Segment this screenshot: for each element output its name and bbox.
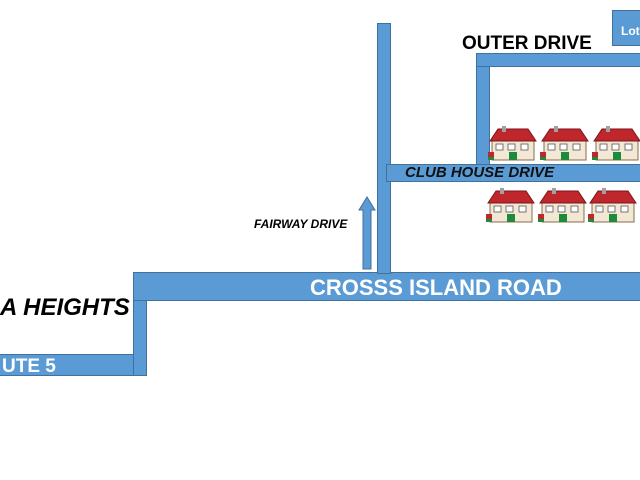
heights-label: A HEIGHTS xyxy=(0,294,130,321)
route-label: UTE 5 xyxy=(2,356,56,377)
lot-box: Lot xyxy=(612,10,640,46)
fairway-road xyxy=(377,23,391,274)
fairway-label: FAIRWAY DRIVE xyxy=(254,217,348,231)
club-house-label: CLUB HOUSE DRIVE xyxy=(405,164,555,181)
outer-drive-label: OUTER DRIVE xyxy=(462,33,592,54)
house-icon xyxy=(592,126,640,161)
house-icon xyxy=(486,188,535,223)
houses-row-upper xyxy=(488,126,640,162)
lot-label: Lot xyxy=(621,24,640,38)
outer-drive-horizontal xyxy=(476,53,640,67)
cross-island-label: CROSSS ISLAND ROAD xyxy=(310,275,562,300)
house-icon xyxy=(488,126,537,161)
house-icon xyxy=(588,188,637,223)
houses-row-lower xyxy=(486,188,638,224)
house-icon xyxy=(540,126,589,161)
house-icon xyxy=(538,188,587,223)
club-house-road xyxy=(386,164,640,182)
arrow-up-icon xyxy=(358,196,376,270)
